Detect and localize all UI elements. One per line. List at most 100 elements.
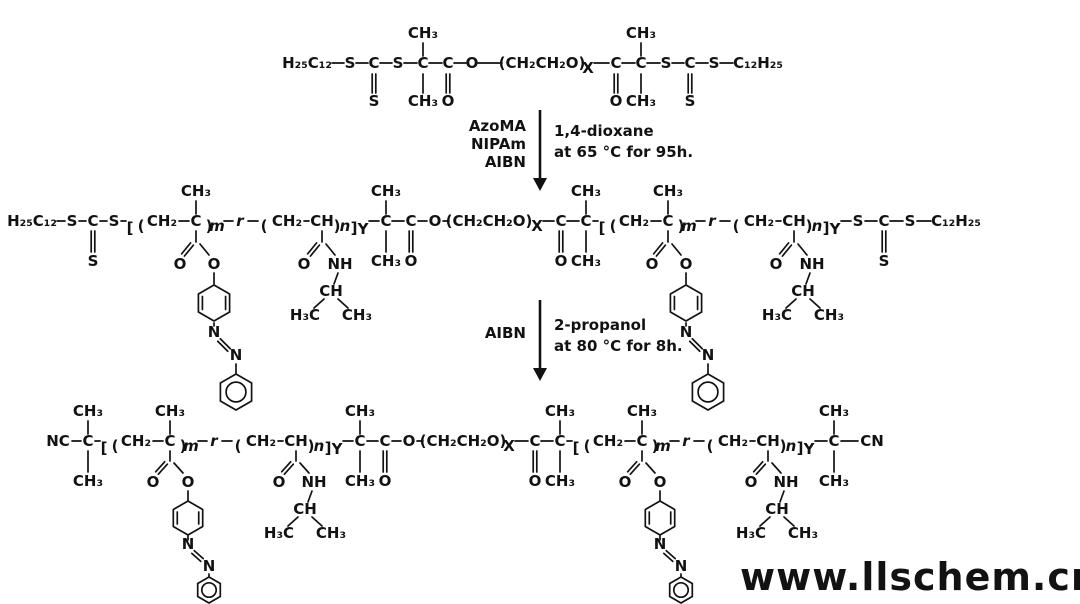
atom-label: CH₃ [653, 182, 683, 200]
atom-label: C [190, 212, 201, 230]
atom-label: N [230, 346, 243, 364]
atom-label: CH₃ [345, 472, 375, 490]
bond-line [771, 462, 782, 474]
atom-label: CH [319, 282, 343, 300]
bond-line [752, 460, 764, 473]
bond-line [190, 552, 202, 563]
atom-label: N [702, 346, 715, 364]
atom-label: S [879, 252, 890, 270]
atom-label: ) [206, 217, 213, 235]
atom-label: O [654, 473, 667, 491]
condition-temp-time-2: at 80 °C for 8h. [554, 337, 683, 355]
atom-label: ( [610, 217, 617, 235]
atom-label: CH₂ [147, 212, 177, 230]
atom-label: ] [797, 439, 804, 457]
atom-label: C [354, 432, 365, 450]
atom-label: C [580, 212, 591, 230]
aromatic-circle [697, 381, 719, 403]
atom-label: S [67, 212, 78, 230]
atom-label: CH₃ [819, 402, 849, 420]
atom-label: CH [756, 432, 780, 450]
reagent-azoma: AzoMA [469, 117, 527, 135]
atom-label: H₃C [762, 306, 792, 324]
atom-label: O [208, 255, 221, 273]
reagent-aibn-2: AIBN [485, 324, 526, 342]
atom-label: H₃C [736, 524, 766, 542]
atom-label: C [379, 432, 390, 450]
bond-line [671, 243, 682, 256]
atom-label: O [610, 92, 623, 110]
reaction-step-1: AzoMA NIPAm AIBN 1,4-dioxane at 65 °C fo… [469, 110, 693, 191]
atom-label: N [680, 323, 693, 341]
bond-line [325, 243, 336, 256]
atom-label: (CH₂CH₂O) [446, 212, 533, 230]
atom-label: S [345, 54, 356, 72]
atom-label: C [878, 212, 889, 230]
atom-label: CH₃ [408, 24, 438, 42]
benzene-ring [172, 500, 204, 536]
atom-label: S [88, 252, 99, 270]
bond-line [645, 462, 656, 474]
bond-line [280, 460, 292, 473]
atom-label: CH₃ [814, 306, 844, 324]
atom-label: C [164, 432, 175, 450]
atom-label: NH [773, 473, 798, 491]
atom-label: ) [780, 437, 787, 455]
bond-line [809, 298, 821, 309]
atom-label: Y [829, 220, 842, 238]
atom-label: m [209, 217, 225, 235]
atom-label: m [183, 437, 199, 455]
bond-line [797, 243, 808, 256]
bond-line [311, 516, 323, 527]
atom-label: O [442, 92, 455, 110]
bond-line [778, 242, 790, 255]
condition-solvent-2: 2-propanol [554, 316, 646, 334]
bond-line [299, 462, 310, 474]
atom-label: N [654, 535, 667, 553]
atom-label: O [555, 252, 568, 270]
bond-line [283, 463, 295, 476]
atom-label: CH₂ [272, 212, 302, 230]
bond-line [287, 516, 299, 527]
atom-label: CH₃ [571, 182, 601, 200]
atom-label: CH₃ [73, 472, 103, 490]
atom-label: O [273, 473, 286, 491]
atom-label: CH₃ [181, 182, 211, 200]
condition-temp-time-1: at 65 °C for 95h. [554, 143, 693, 161]
bond-line [785, 298, 797, 309]
bond-line [306, 242, 318, 255]
atom-label: (CH₂CH₂O) [420, 432, 507, 450]
bond-line [157, 463, 169, 476]
atom-label: ) [308, 437, 315, 455]
atom-label: O [745, 473, 758, 491]
atom-label: n [340, 217, 351, 235]
reaction-step-2: AIBN 2-propanol at 80 °C for 8h. [485, 300, 683, 381]
atom-label: CH₃ [545, 472, 575, 490]
atom-label: CH₃ [571, 252, 601, 270]
atom-label: S [393, 54, 404, 72]
atom-label: CH [782, 212, 806, 230]
atom-label: ( [138, 217, 145, 235]
atom-label: ( [235, 437, 242, 455]
reagent-nipam: NIPAm [471, 135, 526, 153]
atom-label: O [770, 255, 783, 273]
atom-label: N [182, 535, 195, 553]
atom-label: S [685, 92, 696, 110]
atom-label: CH₃ [371, 182, 401, 200]
bond-line [662, 552, 674, 563]
atom-label: C₁₂H₂₅ [931, 212, 981, 230]
bond-line [199, 243, 210, 256]
atom-label: O [680, 255, 693, 273]
atom-label: ) [678, 217, 685, 235]
atom-label: S [661, 54, 672, 72]
bond-line [688, 340, 701, 353]
atom-label: O [429, 212, 442, 230]
bond-line [652, 242, 664, 255]
bond-line [779, 490, 785, 503]
bond-line [783, 516, 795, 527]
atom-label: ( [733, 217, 740, 235]
atom-label: m [655, 437, 671, 455]
